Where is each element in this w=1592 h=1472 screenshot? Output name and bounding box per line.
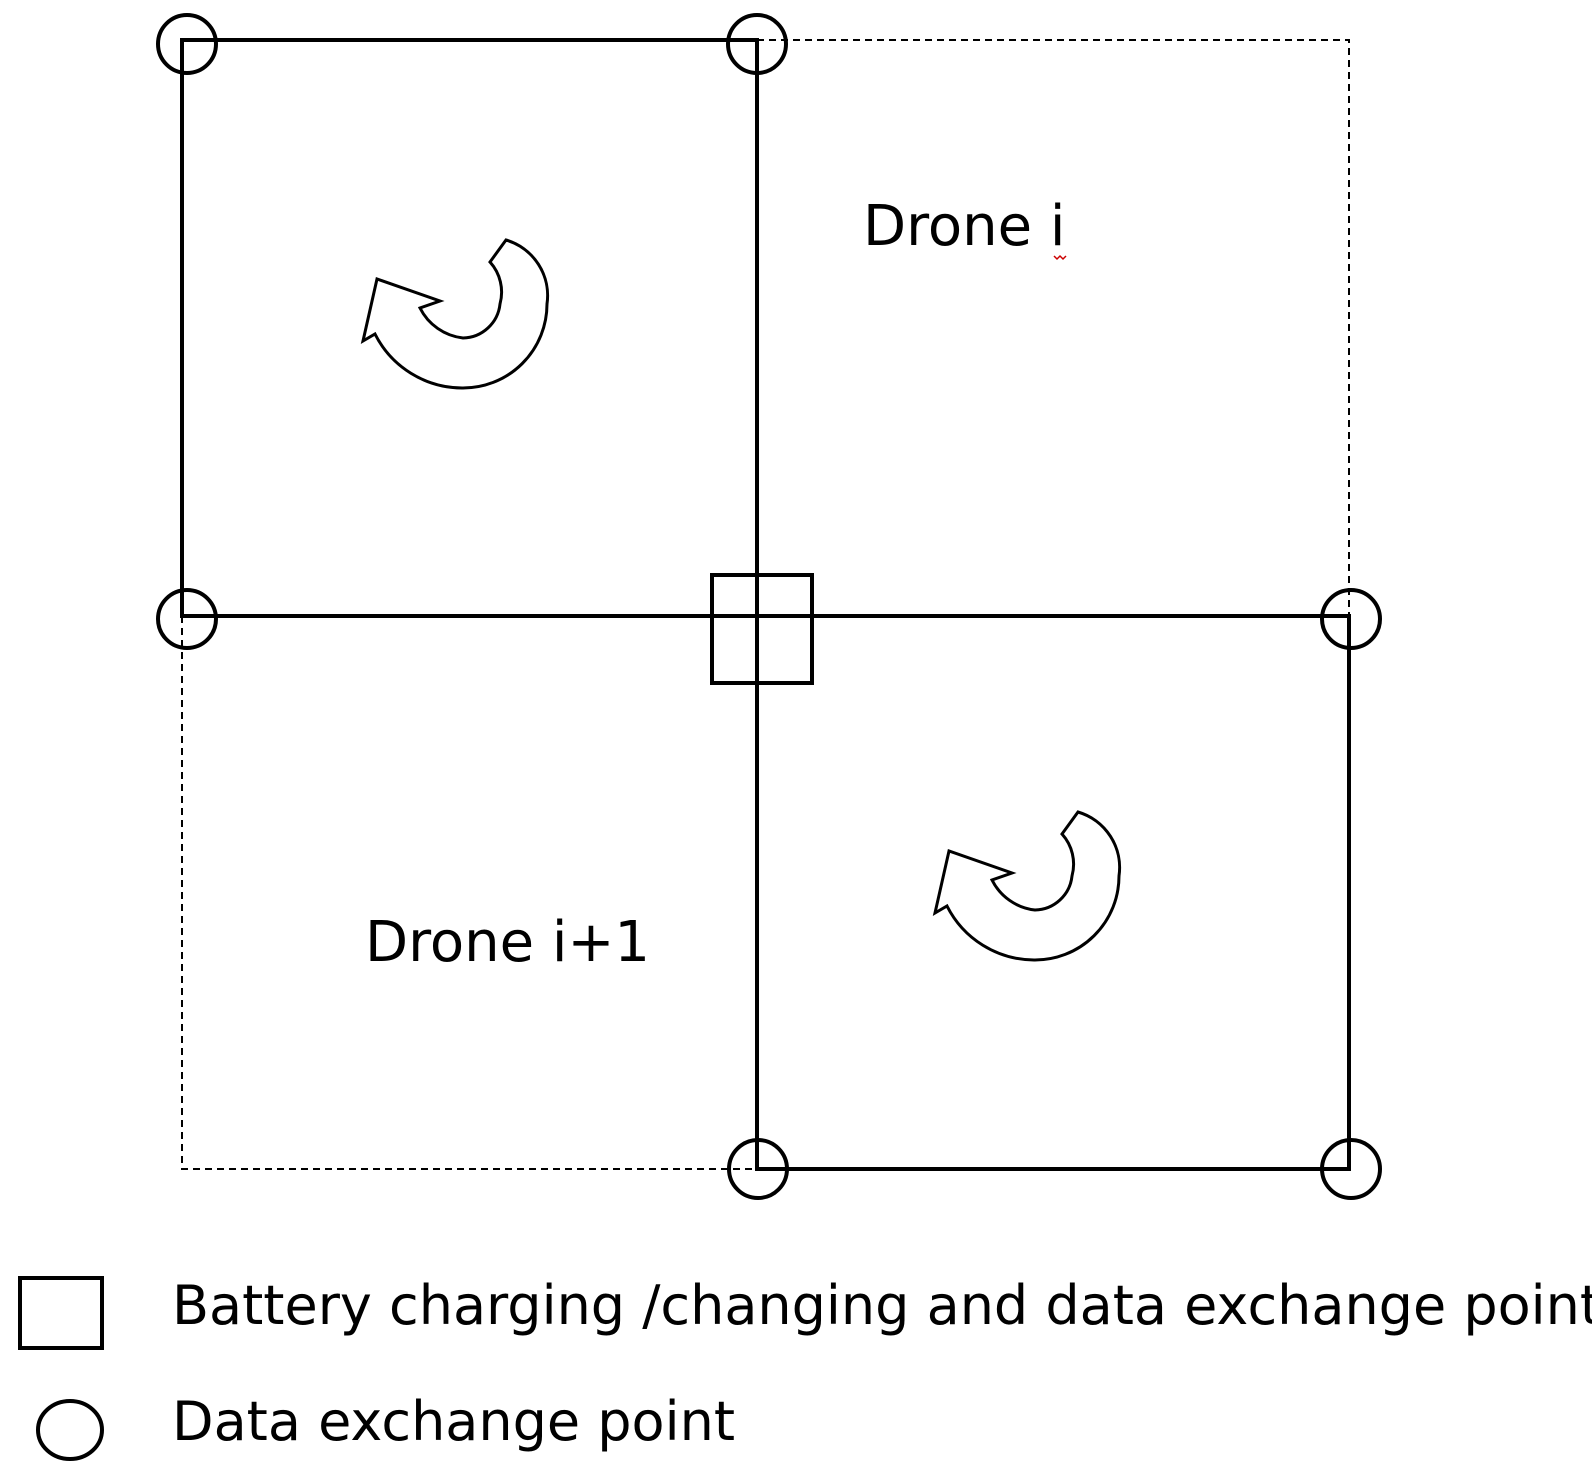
data-point-circle-icon (156, 588, 218, 650)
data-point-circle-icon (156, 13, 218, 75)
spellcheck-squiggle (1053, 254, 1067, 261)
bottom-right-patrol-square (755, 614, 1351, 1171)
legend-circle-icon (36, 1399, 104, 1461)
legend: Battery charging /changing and data exch… (18, 1274, 1592, 1461)
drone-i-label: Drone i (863, 194, 1065, 259)
rotation-arrow-icon (933, 810, 1122, 962)
drone-i-plus-1-label: Drone i+1 (365, 910, 650, 975)
drone-i-plus-1-dashed-boundary (181, 616, 757, 1170)
data-point-circle-icon (727, 1138, 789, 1200)
rotation-arrow-icon (361, 238, 550, 390)
legend-square-icon (18, 1276, 104, 1350)
data-point-circle-icon (1320, 1138, 1382, 1200)
charging-station-square-icon (710, 573, 814, 685)
data-point-circle-icon (1320, 588, 1382, 650)
drone-i-dashed-boundary (757, 39, 1350, 616)
top-left-patrol-square (180, 38, 759, 618)
data-point-circle-icon (726, 13, 788, 75)
legend-label-data-point: Data exchange point (172, 1390, 735, 1453)
legend-label-charging: Battery charging /changing and data exch… (172, 1274, 1592, 1337)
